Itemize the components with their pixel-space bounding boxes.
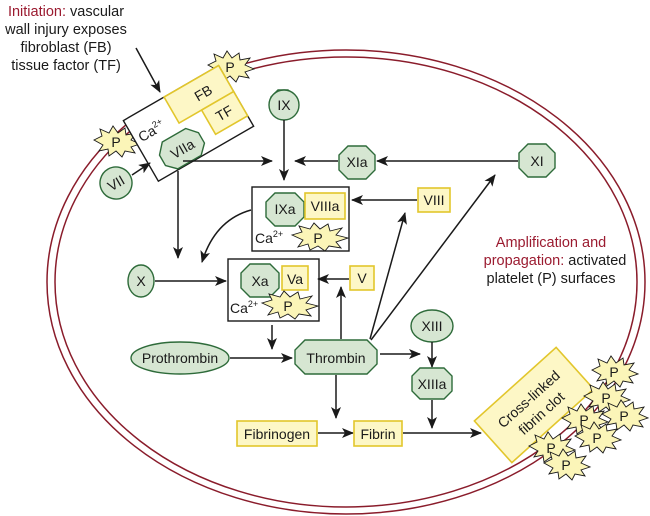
vii-to-viia-arrow <box>131 162 151 176</box>
cell-membrane <box>46 49 646 515</box>
tissue-factor-complex: FB TF Ca2+ VIIa <box>122 64 255 183</box>
propagation-label: propagation: <box>484 253 565 269</box>
xiiia-label: XIIIa <box>418 376 447 392</box>
membrane-inner <box>54 56 638 508</box>
v-node: V <box>349 265 375 291</box>
amplification-line3: platelet (P) surfaces <box>487 271 616 287</box>
platelet: P <box>591 355 640 388</box>
thrombin-node: Thrombin <box>294 339 378 375</box>
viia-node <box>158 127 206 170</box>
xia-node: XIa <box>338 145 376 180</box>
ix-node: IX <box>268 89 300 121</box>
viii-node: VIII <box>417 187 451 213</box>
prothrombin-node: Prothrombin <box>130 341 230 375</box>
fibrin-label: Fibrin <box>360 426 395 442</box>
svg-text:P: P <box>592 430 601 446</box>
v-label: V <box>357 270 367 286</box>
tf-box <box>200 90 249 136</box>
platelet-tenase: P <box>290 222 350 252</box>
viiia-label: VIIIa <box>311 198 340 214</box>
calcium-label: Ca2+ <box>255 229 283 246</box>
platelet: P <box>601 399 650 432</box>
initiation-line3: fibroblast (FB) <box>20 40 111 56</box>
calcium-label: Ca2+ <box>230 299 258 316</box>
thrombin-to-xi-arrow <box>370 174 496 341</box>
ix-label: IX <box>277 97 291 113</box>
xi-node: XI <box>518 143 556 178</box>
fibrin-clot-node: Cross-linked fibrin clot <box>473 346 595 464</box>
tf-label: TF <box>213 102 236 124</box>
amplification-caption: Amplification and propagation: activated… <box>484 235 627 287</box>
fibrin-node: Fibrin <box>353 420 403 447</box>
vii-label: VII <box>105 172 128 194</box>
initiation-line2: wall injury exposes <box>4 22 127 38</box>
xiii-label: XIII <box>421 318 442 334</box>
amplification-line1: Amplification and <box>496 235 606 251</box>
platelet: P <box>543 448 592 481</box>
initiation-label: Initiation: <box>8 4 66 20</box>
xa-label: Xa <box>251 273 268 289</box>
ixa-node <box>265 192 305 227</box>
initiation-arrow <box>135 47 161 93</box>
svg-text:Initiation: vascular: Initiation: vascular <box>8 4 124 20</box>
prothrombinase-complex: Xa Va Ca2+ P <box>227 258 320 322</box>
fibrinogen-node: Fibrinogen <box>236 420 318 447</box>
xiii-node: XIII <box>410 309 454 343</box>
ixa-to-xa-arrow <box>200 209 252 263</box>
viiia-box <box>304 192 346 220</box>
prothrombin-label: Prothrombin <box>142 350 218 366</box>
fibrinogen-label: Fibrinogen <box>244 426 310 442</box>
platelet-label: P <box>225 59 234 75</box>
platelet-label: P <box>313 230 322 246</box>
ixa-label: IXa <box>274 201 295 217</box>
fb-label: FB <box>192 82 215 105</box>
svg-text:P: P <box>579 412 588 428</box>
xiiia-node: XIIIa <box>411 367 453 400</box>
svg-text:P: P <box>601 390 610 406</box>
svg-text:P: P <box>609 364 618 380</box>
svg-text:P: P <box>619 408 628 424</box>
va-box <box>281 265 309 291</box>
initiation-caption: Initiation: vascular wall injury exposes… <box>4 4 127 74</box>
x-node: X <box>127 264 155 298</box>
thrombin-to-viii-arrow <box>369 212 407 340</box>
svg-text:propagation: activated: propagation: activated <box>484 253 627 269</box>
platelet-cluster: P P P P P P P <box>528 355 650 481</box>
platelet-prothrombinase: P <box>260 290 320 320</box>
svg-text:P: P <box>546 440 555 456</box>
va-label: Va <box>287 271 303 287</box>
viii-label: VIII <box>423 192 444 208</box>
platelet-label: P <box>283 298 292 314</box>
svg-text:P: P <box>561 457 570 473</box>
vii-node: VII <box>99 166 133 200</box>
tenase-complex: IXa VIIIa Ca2+ P <box>251 186 350 252</box>
platelet-label: P <box>111 134 120 150</box>
platelet: P <box>574 421 623 454</box>
xi-label: XI <box>530 153 543 169</box>
membrane-outer <box>46 49 646 515</box>
thrombin-label: Thrombin <box>306 350 365 366</box>
calcium-label: Ca2+ <box>135 116 168 145</box>
xia-label: XIa <box>346 154 367 170</box>
x-label: X <box>136 273 146 289</box>
initiation-line4: tissue factor (TF) <box>11 58 121 74</box>
